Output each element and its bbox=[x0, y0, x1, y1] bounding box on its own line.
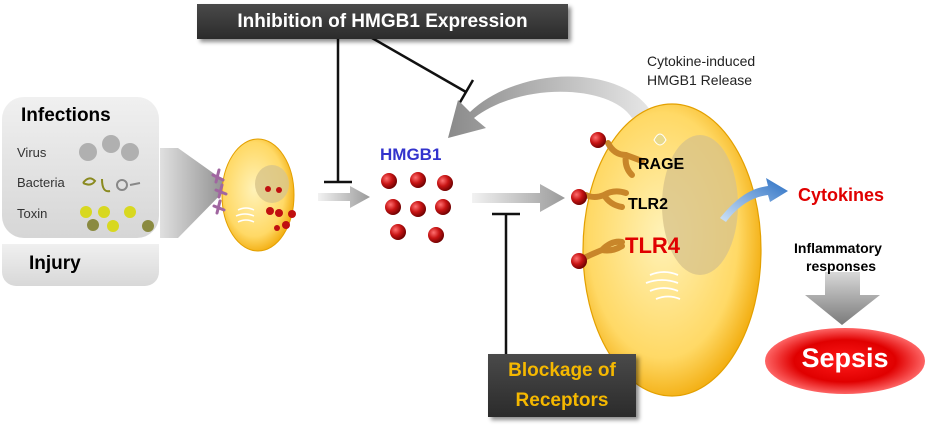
funnel-arrow bbox=[160, 148, 230, 238]
hmgb1-label: HMGB1 bbox=[380, 145, 442, 164]
bacteria-label: Bacteria bbox=[17, 175, 65, 190]
virus-label: Virus bbox=[17, 145, 47, 160]
down-arrow-sepsis bbox=[805, 272, 880, 325]
blockage-box: Blockage of Receptors bbox=[488, 354, 636, 417]
pathogen-icons bbox=[79, 135, 154, 232]
receptor-tlr4 bbox=[571, 238, 625, 269]
tlr2-label: TLR2 bbox=[628, 196, 668, 213]
small-cell-receptor bbox=[211, 168, 228, 215]
blockage-line2: Receptors bbox=[515, 390, 609, 411]
receptor-tlr2 bbox=[571, 188, 629, 210]
inhibition-title: Inhibition of HMGB1 Expression bbox=[237, 11, 528, 32]
sepsis-ellipse bbox=[765, 328, 925, 394]
injury-panel bbox=[2, 244, 159, 286]
bacteria-icon bbox=[82, 177, 141, 193]
toxin-icon bbox=[80, 206, 154, 232]
sepsis-label: Sepsis bbox=[801, 343, 889, 373]
receptor-rage bbox=[590, 132, 645, 178]
release-label-line1: Cytokine-induced bbox=[647, 53, 756, 69]
large-cell-nucleus bbox=[662, 135, 738, 275]
rage-label: RAGE bbox=[638, 156, 685, 173]
arrow-to-hmgb1 bbox=[318, 186, 370, 208]
blockage-line1: Blockage of bbox=[508, 360, 616, 381]
toxin-label: Toxin bbox=[17, 206, 48, 221]
inhibition-line-diagonal bbox=[371, 36, 467, 94]
inflammatory-line2: responses bbox=[806, 258, 877, 274]
cytokine-arrow bbox=[720, 178, 788, 222]
arrow-to-receptors bbox=[472, 184, 565, 212]
small-cell-er bbox=[235, 207, 255, 223]
cytokines-label: Cytokines bbox=[798, 185, 885, 205]
release-label-line2: HMGB1 Release bbox=[647, 72, 753, 88]
tlr4-label: TLR4 bbox=[625, 233, 680, 258]
large-cell-organelle bbox=[653, 133, 667, 146]
release-curve-arrow bbox=[448, 76, 650, 138]
inhibition-box: Inhibition of HMGB1 Expression bbox=[197, 4, 568, 39]
inflammatory-line1: Inflammatory bbox=[794, 240, 882, 256]
infections-heading: Infections bbox=[21, 105, 111, 126]
hmgb1-proteins bbox=[381, 172, 453, 243]
inhibition-bar-diagonal bbox=[457, 79, 475, 105]
small-cell-nucleus bbox=[255, 165, 289, 203]
virus-icon bbox=[79, 135, 139, 161]
injury-label: Injury bbox=[29, 253, 81, 274]
large-cell-er bbox=[645, 271, 681, 300]
